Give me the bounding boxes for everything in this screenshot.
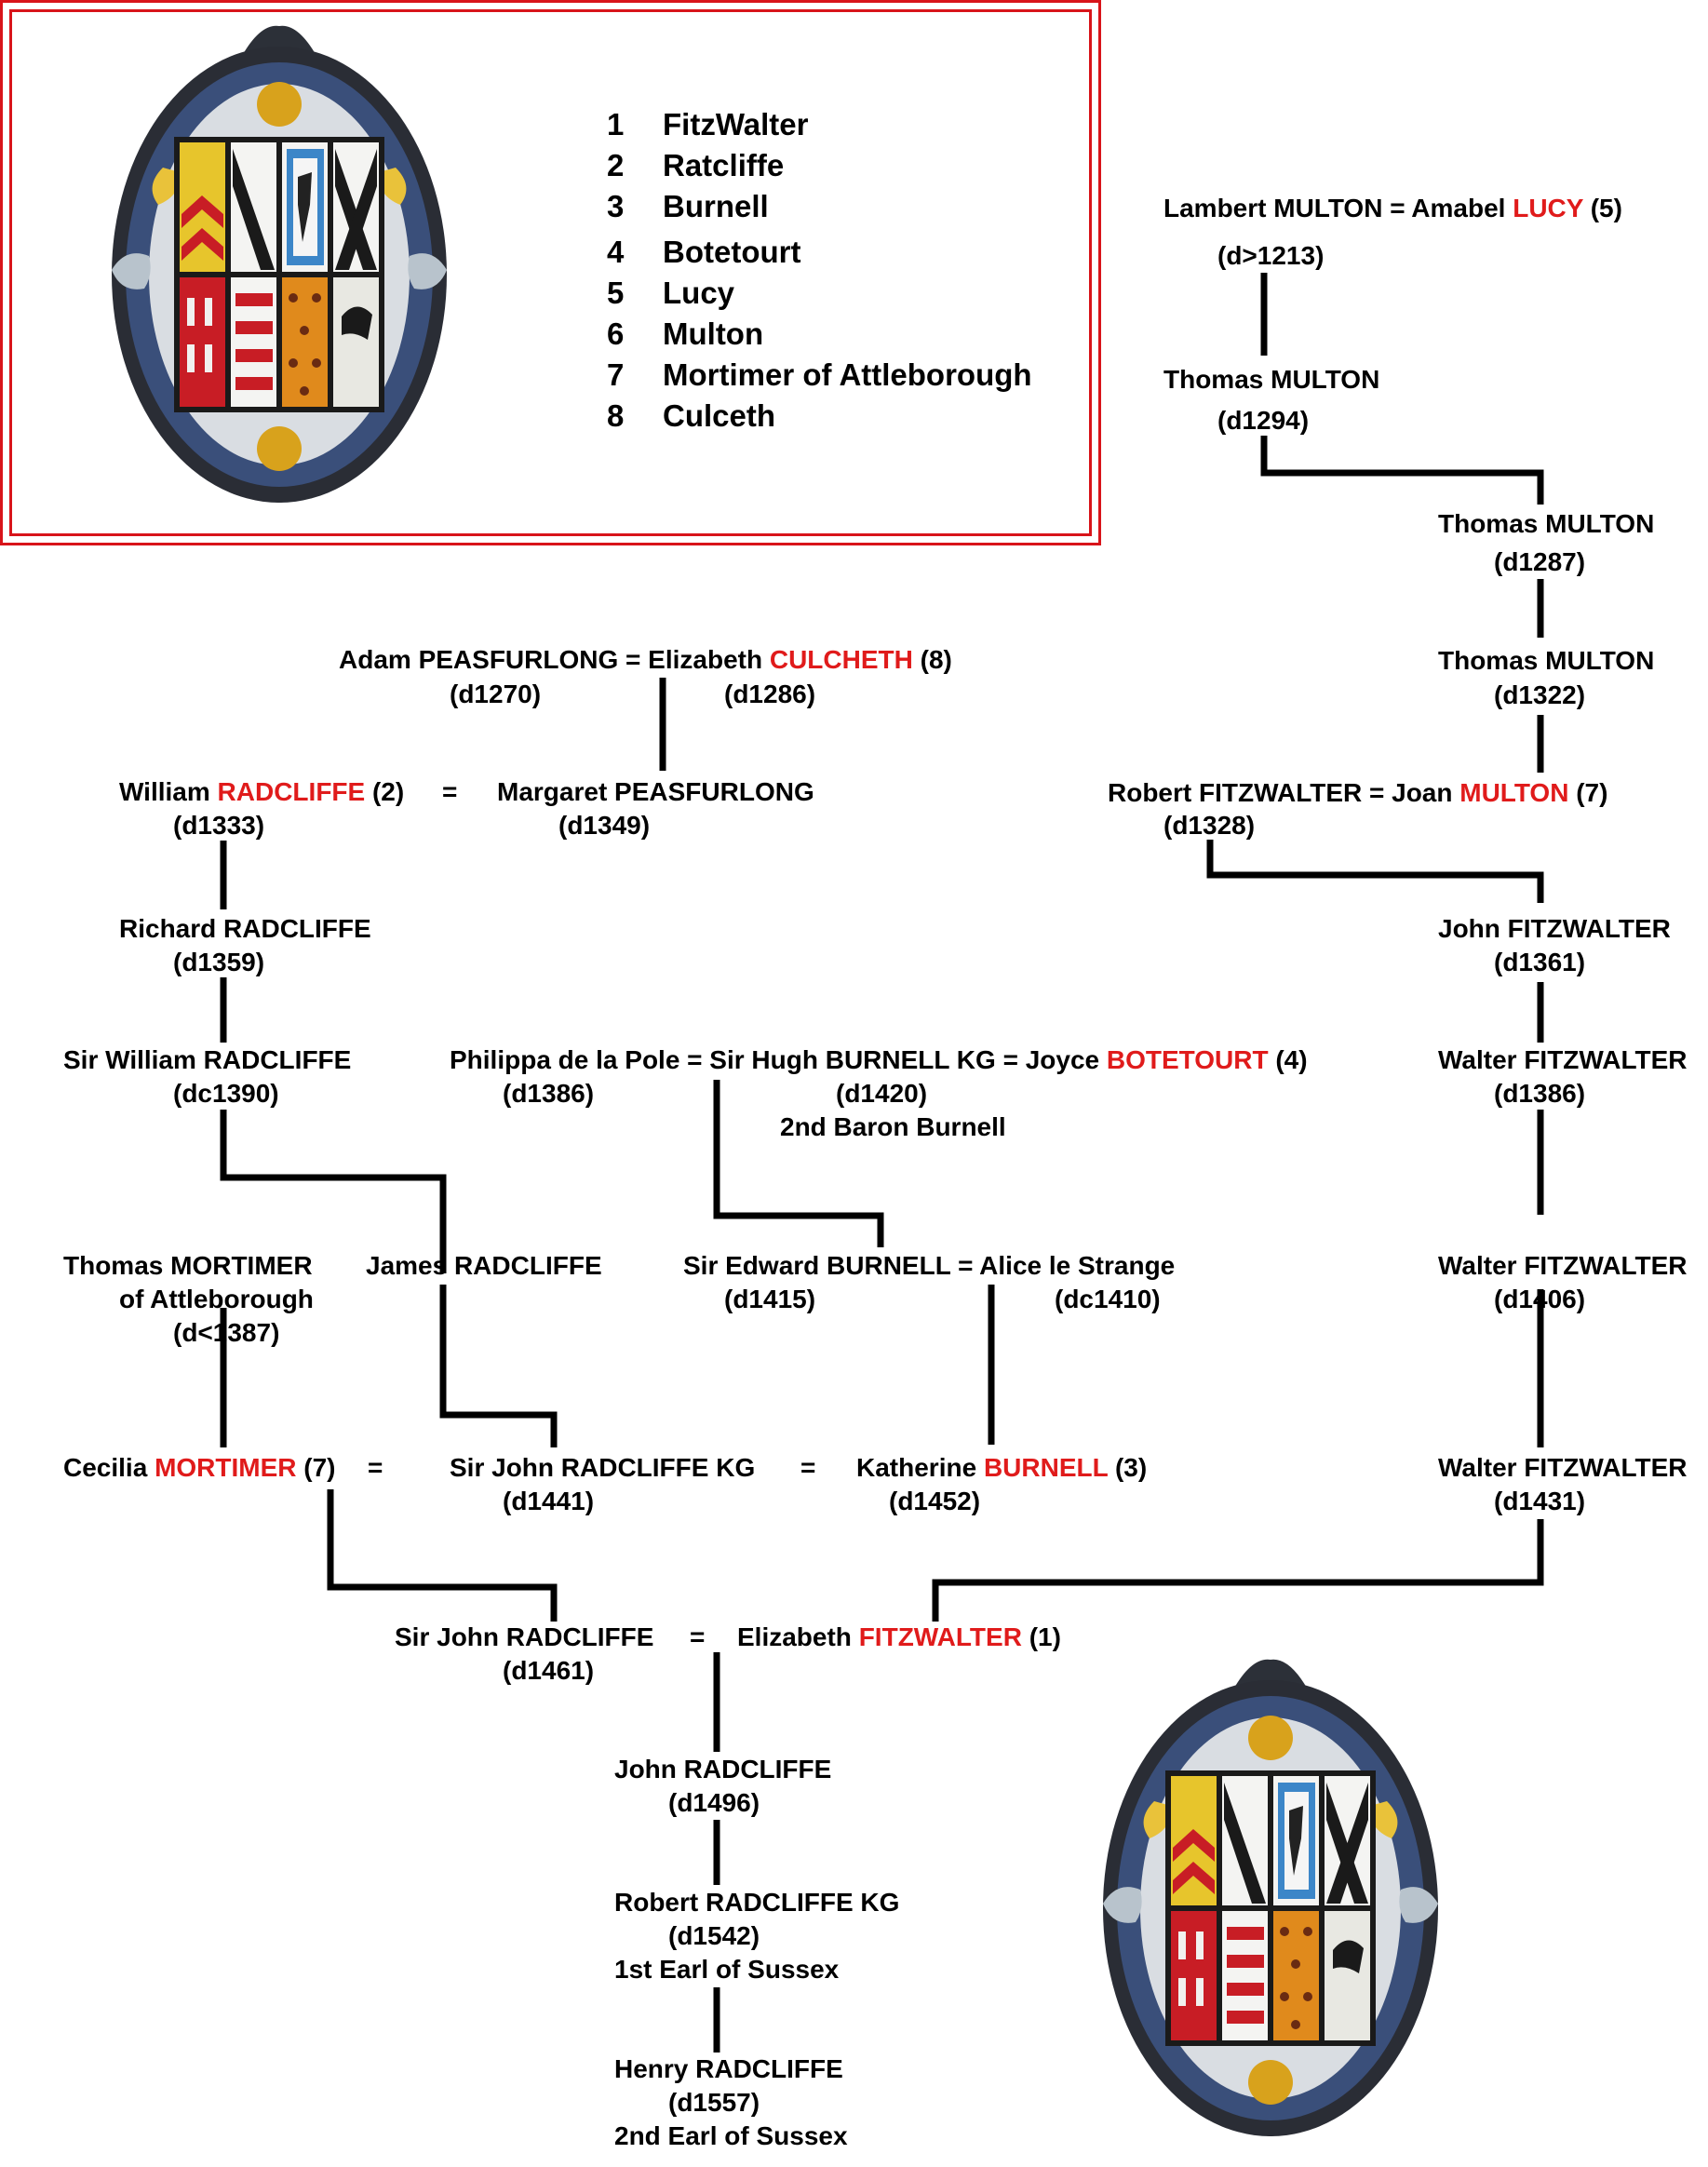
katherine-burnell: Katherine BURNELL (3): [856, 1453, 1148, 1482]
walter-fitzwalter-2: Walter FITZWALTER: [1438, 1251, 1688, 1280]
sir-john-radcliffe: Sir John RADCLIFFE: [395, 1622, 654, 1651]
adam-peasfurlong-death: (d1270): [450, 680, 542, 708]
thomas-mortimer: Thomas MORTIMER: [63, 1251, 313, 1280]
thomas-multon-1: Thomas MULTON: [1163, 365, 1380, 394]
robert-radcliffe: Robert RADCLIFFE KG: [614, 1888, 900, 1917]
thomas-multon-1-death: (d1294): [1217, 406, 1310, 435]
cecilia-mortimer: Cecilia MORTIMER (7): [63, 1453, 336, 1482]
richard-radcliffe-death: (d1359): [173, 948, 265, 976]
hugh-burnell-family: Philippa de la Pole = Sir Hugh BURNELL K…: [450, 1045, 1308, 1074]
john-fitzwalter: John FITZWALTER: [1438, 914, 1671, 943]
thomas-mortimer-death: (d<1387): [173, 1318, 280, 1347]
thomas-multon-2-death: (d1287): [1494, 547, 1586, 576]
william-radcliffe: William RADCLIFFE (2): [119, 777, 405, 806]
richard-radcliffe: Richard RADCLIFFE: [119, 914, 371, 943]
john-radcliffe: John RADCLIFFE: [614, 1755, 832, 1783]
katherine-burnell-death: (d1452): [889, 1487, 981, 1515]
henry-radcliffe: Henry RADCLIFFE: [614, 2054, 843, 2083]
robert-fitzwalter-death: (d1328): [1163, 811, 1256, 840]
elizabeth-fitzwalter: Elizabeth FITZWALTER (1): [737, 1622, 1061, 1651]
john-radcliffe-death: (d1496): [668, 1788, 760, 1817]
hugh-burnell-title: 2nd Baron Burnell: [780, 1112, 1006, 1141]
margaret-peasfurlong: Margaret PEASFURLONG: [497, 777, 814, 806]
robert-radcliffe-title: 1st Earl of Sussex: [614, 1955, 840, 1984]
walter-fitzwalter-1-death: (d1386): [1494, 1079, 1586, 1108]
adam-peasfurlong-couple: Adam PEASFURLONG = Elizabeth CULCHETH (8…: [339, 645, 952, 674]
robert-radcliffe-death: (d1542): [668, 1921, 760, 1950]
alice-le-strange-death: (dc1410): [1055, 1285, 1161, 1313]
james-radcliffe: James RADCLIFFE: [366, 1251, 602, 1280]
heraldic-roundel-top: [112, 25, 447, 503]
thomas-multon-3-death: (d1322): [1494, 680, 1586, 709]
marriage-sign: =: [442, 777, 458, 806]
thomas-multon-3: Thomas MULTON: [1438, 646, 1655, 675]
sir-william-radcliffe-death: (dc1390): [173, 1079, 279, 1108]
henry-radcliffe-title: 2nd Earl of Sussex: [614, 2121, 848, 2150]
sir-john-radcliffe-death: (d1461): [503, 1656, 595, 1685]
lambert-death: (d>1213): [1217, 241, 1325, 270]
henry-radcliffe-death: (d1557): [668, 2088, 760, 2117]
marriage-sign: =: [368, 1453, 383, 1482]
marriage-sign: =: [690, 1622, 706, 1651]
elizabeth-culcheth-death: (d1286): [724, 680, 816, 708]
sir-john-radcliffe-kg: Sir John RADCLIFFE KG: [450, 1453, 756, 1482]
sir-john-radcliffe-kg-death: (d1441): [503, 1487, 595, 1515]
william-radcliffe-death: (d1333): [173, 811, 265, 840]
hugh-burnell-death: (d1420): [836, 1079, 928, 1108]
walter-fitzwalter-2-death: (d1406): [1494, 1285, 1586, 1313]
thomas-mortimer-place: of Attleborough: [119, 1285, 314, 1313]
sir-william-radcliffe: Sir William RADCLIFFE: [63, 1045, 352, 1074]
legend-frame: [0, 0, 1101, 545]
walter-fitzwalter-3-death: (d1431): [1494, 1487, 1586, 1515]
philippa-death: (d1386): [503, 1079, 595, 1108]
robert-fitzwalter-couple: Robert FITZWALTER = Joan MULTON (7): [1108, 778, 1608, 807]
margaret-peasfurlong-death: (d1349): [558, 811, 651, 840]
thomas-multon-2: Thomas MULTON: [1438, 509, 1655, 538]
walter-fitzwalter-3: Walter FITZWALTER: [1438, 1453, 1688, 1482]
edward-burnell-couple: Sir Edward BURNELL = Alice le Strange: [683, 1251, 1176, 1280]
edward-burnell-death: (d1415): [724, 1285, 816, 1313]
lambert-multon-couple: Lambert MULTON = Amabel LUCY (5): [1163, 194, 1622, 222]
walter-fitzwalter-1: Walter FITZWALTER: [1438, 1045, 1688, 1074]
john-fitzwalter-death: (d1361): [1494, 948, 1586, 976]
marriage-sign: =: [800, 1453, 816, 1482]
